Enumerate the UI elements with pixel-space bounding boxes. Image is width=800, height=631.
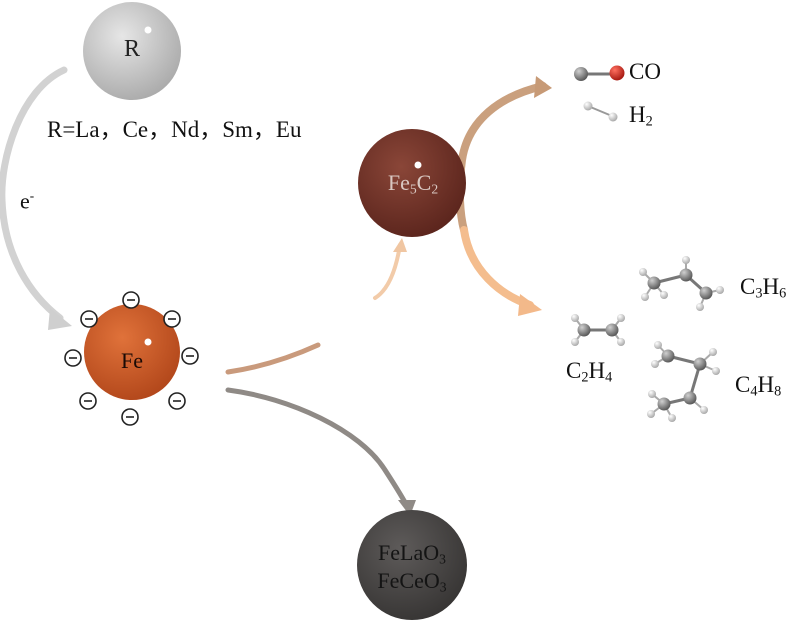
fe5c2-sphere-highlight <box>414 161 422 169</box>
co-molecule <box>574 65 625 81</box>
electron-2 <box>80 310 98 328</box>
electron-transfer-arrowhead <box>48 308 72 330</box>
electron-4 <box>64 349 82 367</box>
feed-arrowhead <box>534 76 552 98</box>
fe5c2-fe: Fe <box>387 170 410 195</box>
c4h8-a: C <box>735 372 751 397</box>
oxide-line-2: FeCeO3 <box>352 570 472 598</box>
r-definition: R=La，Ce，Nd，Sm，Eu <box>47 117 302 142</box>
c2h4-molecule <box>571 314 625 346</box>
c3h6-label: C3H6 <box>740 274 786 303</box>
oxide-2-text: FeCeO <box>377 568 440 594</box>
to-carbide-arrow <box>373 243 402 300</box>
r-sphere-label: R <box>112 36 152 63</box>
electron-shell <box>64 291 199 426</box>
c3h6-s1: 3 <box>755 285 763 302</box>
feed-arrow <box>455 82 547 234</box>
electron-label: e- <box>20 188 34 214</box>
r-sphere-highlight <box>144 26 152 34</box>
c2h4-a: C <box>566 358 582 383</box>
electron-6 <box>79 392 97 410</box>
r-label-text: R <box>123 36 140 62</box>
co-label: CO <box>629 59 661 84</box>
h2-molecule <box>583 101 618 122</box>
r-sphere <box>83 2 181 100</box>
c3h6-a: C <box>740 274 756 299</box>
electron-base: e <box>20 188 30 214</box>
electron-transfer-arrow <box>0 66 68 322</box>
to-oxide-arrow <box>225 387 411 511</box>
fe-sphere-highlight <box>144 338 152 346</box>
c2h4-s1: 2 <box>581 369 589 386</box>
fe-sphere-label: Fe <box>106 348 158 374</box>
fe5c2-sub2: 2 <box>431 181 439 197</box>
h2-label: H2 <box>629 102 653 131</box>
c4h8-b: H <box>757 372 775 397</box>
fe5c2-sphere <box>358 129 466 237</box>
h2-base: H <box>629 102 646 127</box>
oxide-1-sub: 3 <box>439 551 446 567</box>
product-arrow <box>460 226 534 309</box>
to-carbide-arrowhead <box>393 238 407 252</box>
electron-7 <box>168 392 186 410</box>
c3h6-molecule <box>639 256 724 311</box>
c2h4-label: C2H4 <box>566 358 612 387</box>
electron-sup: - <box>29 188 35 203</box>
c2h4-s2: 4 <box>605 369 613 386</box>
product-arrowhead <box>518 294 542 316</box>
electron-8 <box>121 408 139 426</box>
oxide-line-1: FeLaO3 <box>352 542 472 570</box>
c3h6-s2: 6 <box>779 285 787 302</box>
oxide-sphere-label: FeLaO3 FeCeO3 <box>352 542 472 599</box>
oxide-1-text: FeLaO <box>378 540 440 565</box>
electron-3 <box>163 310 181 328</box>
electron-1 <box>122 291 140 309</box>
c3h6-b: H <box>762 274 780 299</box>
c4h8-label: C4H8 <box>735 372 781 401</box>
fe5c2-sphere-label: Fe5C2 <box>358 170 468 197</box>
fe5c2-c: C <box>416 170 432 195</box>
fe5c2-sub1: 5 <box>409 181 417 197</box>
c2h4-b: H <box>588 358 606 383</box>
c4h8-s2: 8 <box>774 383 782 400</box>
fe-label-text: Fe <box>121 348 143 373</box>
oxide-sphere <box>357 510 467 620</box>
to-fe-arrow-upper <box>225 342 321 375</box>
fe-sphere <box>84 304 180 400</box>
h2-sub: 2 <box>645 113 653 130</box>
oxide-2-sub: 3 <box>439 579 447 595</box>
c4h8-molecule <box>647 341 720 422</box>
c4h8-s1: 4 <box>750 383 758 400</box>
electron-5 <box>181 347 199 365</box>
